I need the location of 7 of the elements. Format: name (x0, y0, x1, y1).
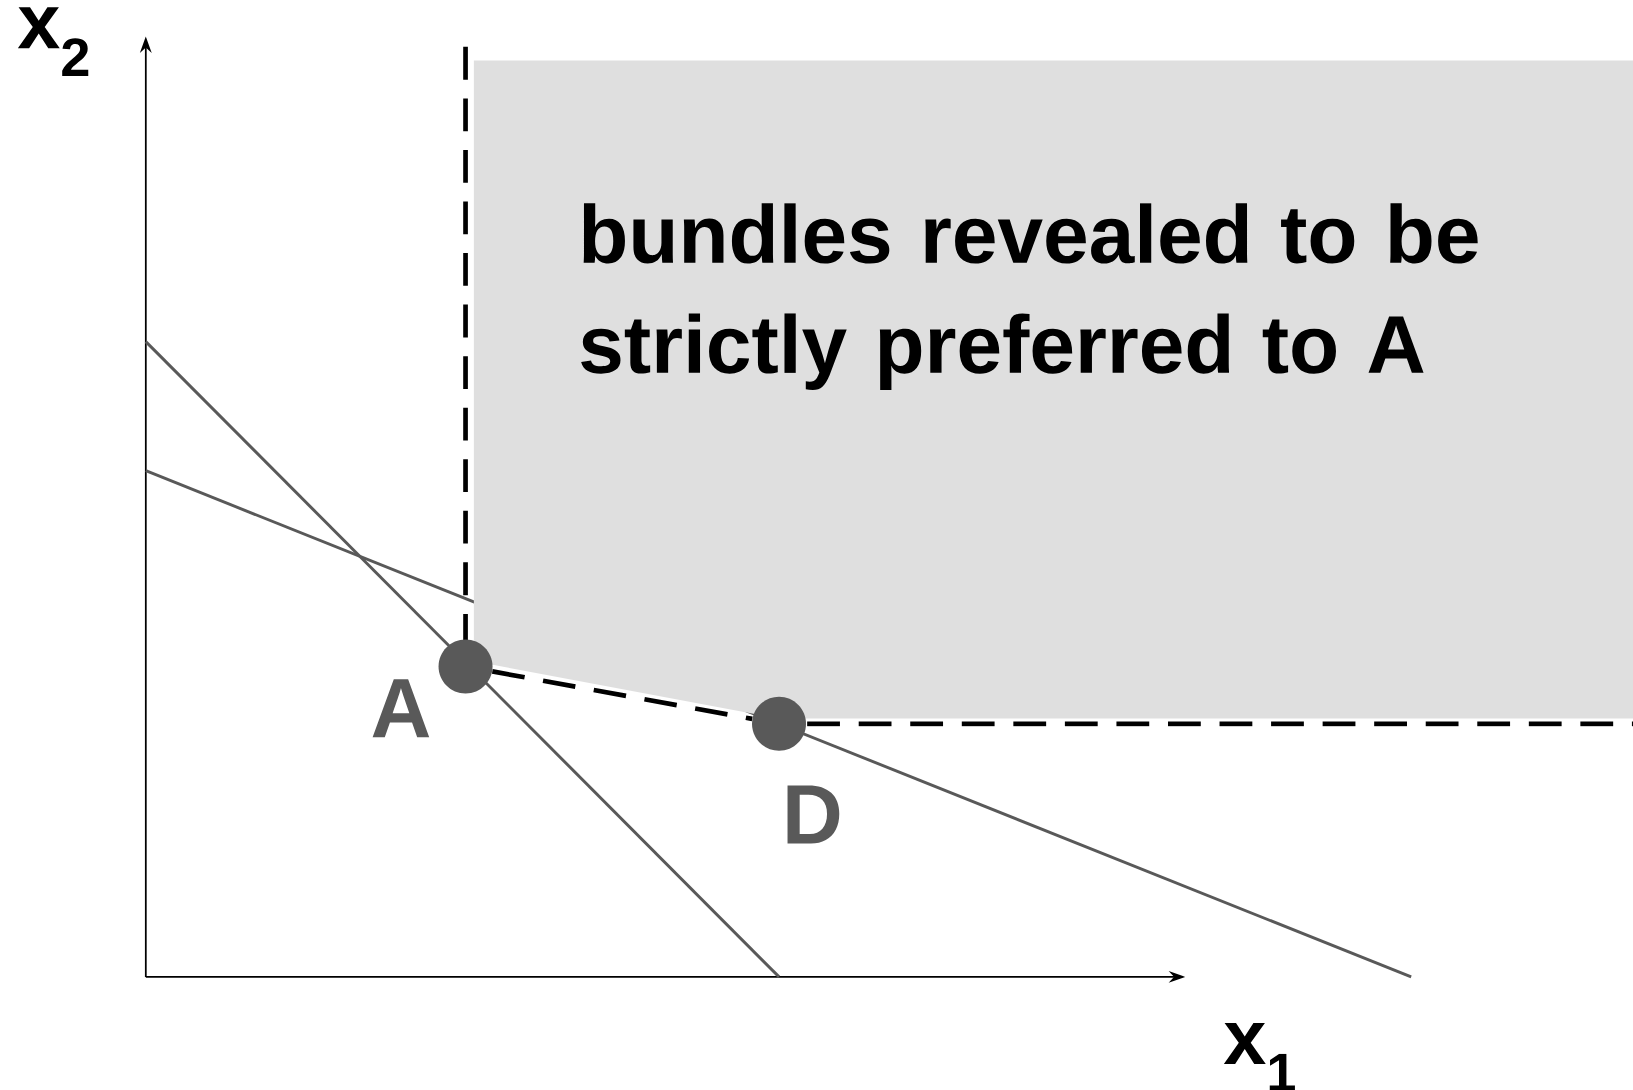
shaded-region: bundles revealed to be strictly preferred to A (473, 60, 1633, 719)
point-label: A (372, 679, 430, 738)
point-dot (438, 639, 493, 694)
point-label: D (787, 785, 840, 844)
point-dot (752, 696, 806, 751)
boundary-line (491, 669, 753, 722)
axis-label: x$_{2}$ (17, 7, 89, 76)
